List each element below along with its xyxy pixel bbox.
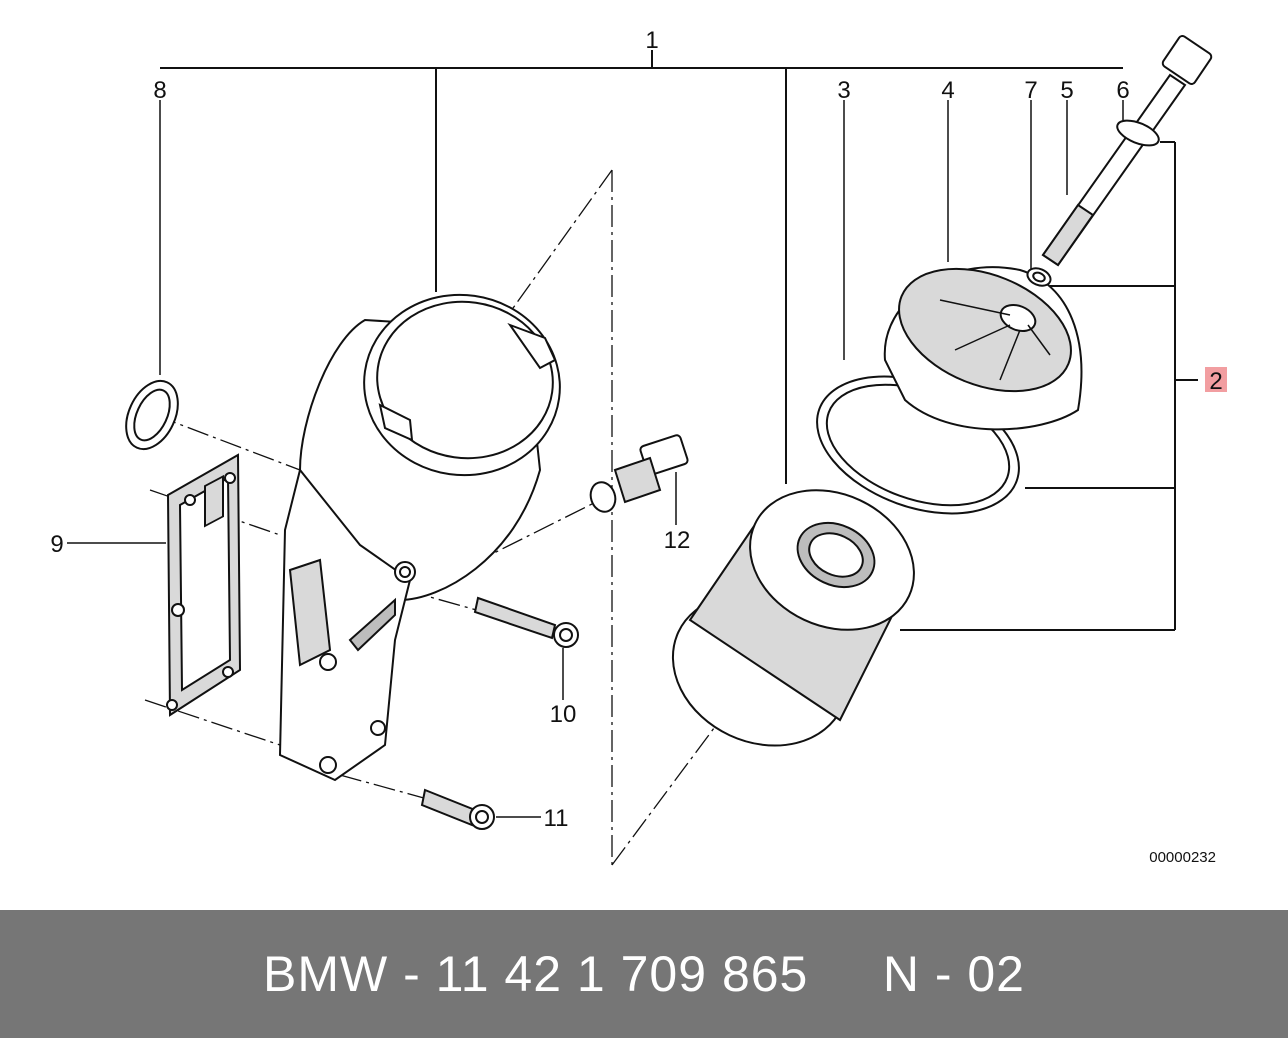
callout-2-bracket xyxy=(900,141,1198,631)
bolt-part-10 xyxy=(473,596,579,648)
callout-9: 9 xyxy=(50,531,63,558)
callout-6: 6 xyxy=(1116,77,1129,104)
callout-2: 2 xyxy=(1209,368,1222,395)
washer-part-6 xyxy=(1116,119,1160,147)
callout-labels: 1 8 3 4 7 5 6 2 9 12 10 11 00000232 xyxy=(50,27,1227,866)
callout-10: 10 xyxy=(550,701,577,728)
o-ring-part-7 xyxy=(1026,267,1052,287)
filter-element xyxy=(671,489,915,747)
callout-1-bracket xyxy=(160,50,1123,484)
callout-8: 8 xyxy=(153,77,166,104)
diagram-reference-code: 00000232 xyxy=(1149,849,1216,866)
callout-11: 11 xyxy=(544,805,569,832)
pressure-sensor-part-12 xyxy=(589,434,689,513)
bolt-part-11 xyxy=(420,788,495,830)
callout-7: 7 xyxy=(1024,77,1037,104)
callout-2-highlight xyxy=(1205,367,1227,392)
exploded-view-svg: 1 8 3 4 7 5 6 2 9 12 10 11 00000232 xyxy=(50,27,1227,866)
callout-4: 4 xyxy=(941,77,954,104)
callout-5: 5 xyxy=(1060,77,1073,104)
filter-housing xyxy=(278,293,561,782)
callout-3: 3 xyxy=(837,77,850,104)
center-bolt-part-5 xyxy=(1041,35,1213,267)
part-number-text: BMW - 11 42 1 709 865 N - 02 xyxy=(263,946,1025,1002)
part-number-footer: BMW - 11 42 1 709 865 N - 02 xyxy=(0,910,1288,1038)
filter-cover-part-4 xyxy=(883,266,1083,431)
assembly-axis-lines xyxy=(144,169,1041,866)
callout-12: 12 xyxy=(664,527,691,554)
parts-diagram: 1 8 3 4 7 5 6 2 9 12 10 11 00000232 xyxy=(50,27,1227,866)
callout-1: 1 xyxy=(645,27,658,54)
leader-lines xyxy=(67,100,1124,818)
o-ring-part-8 xyxy=(125,379,179,451)
gasket-part-9 xyxy=(166,453,242,717)
